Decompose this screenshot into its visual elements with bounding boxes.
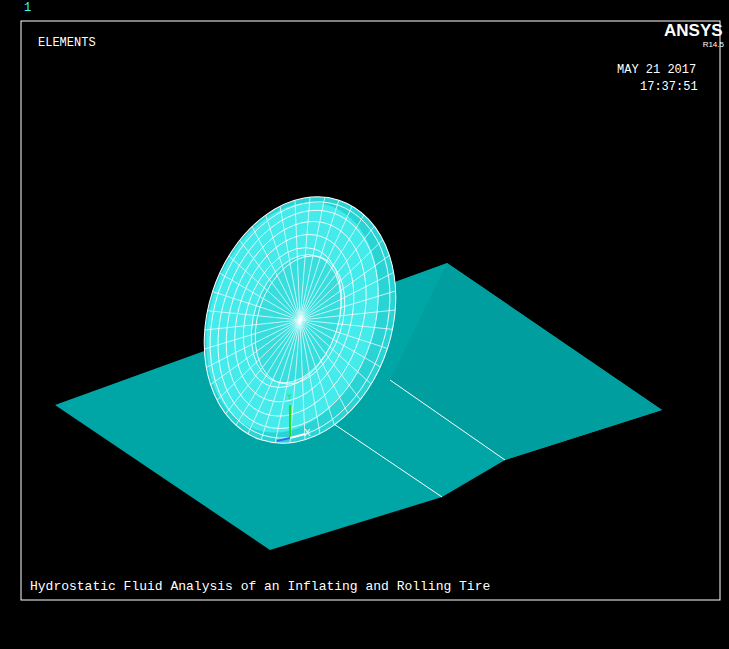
tire-mesh-spoke <box>261 320 300 440</box>
mesh-line <box>325 418 442 497</box>
software-logo: ANSYS <box>664 22 723 39</box>
triad-x-axis <box>290 434 305 438</box>
tire-mesh-spoke <box>213 292 300 320</box>
tire-mesh-spoke <box>205 320 300 330</box>
tire-mesh-spoke <box>300 310 395 320</box>
tire-mesh-spoke <box>266 215 300 320</box>
tire-mesh-spoke <box>248 320 300 434</box>
tire-inner-edge <box>240 244 361 395</box>
tire-mesh-spoke <box>206 320 300 367</box>
tire-mesh-spoke <box>300 200 339 320</box>
axis-label: Y <box>287 393 292 401</box>
tire-outer <box>174 172 427 469</box>
tire-mesh-spoke <box>300 320 334 425</box>
tire-mesh-spoke <box>226 320 300 414</box>
tire-mesh <box>174 172 427 469</box>
tire-mesh-spoke <box>300 226 374 320</box>
date-label: MAY 21 2017 <box>617 64 696 76</box>
mesh-line <box>390 380 505 460</box>
tire-mesh-spoke <box>300 320 348 413</box>
window-number: 1 <box>24 2 31 14</box>
tire-mesh-ring <box>191 189 405 449</box>
tire-mesh-spoke <box>300 206 352 320</box>
tire-mesh-ring <box>203 203 390 434</box>
tire-mesh-spoke <box>300 273 394 320</box>
tire-mesh-spoke <box>300 320 360 400</box>
triad-y-axis <box>289 405 291 438</box>
tire-mesh-spoke <box>204 320 300 349</box>
window-frame <box>21 21 720 600</box>
axis-label: X <box>304 428 311 439</box>
tire-mesh-ring <box>181 178 419 461</box>
tire-mesh-spoke <box>300 291 396 320</box>
triad-z-axis <box>277 438 290 441</box>
tire-mesh-spoke <box>275 320 300 443</box>
tire-mesh-spoke <box>252 227 300 320</box>
tire-mesh-spoke <box>300 320 393 329</box>
ramp-plane <box>390 263 662 460</box>
time-label: 17:37:51 <box>640 81 698 93</box>
version-label: R14.5 <box>703 41 724 49</box>
plot-type: ELEMENTS <box>38 37 96 49</box>
tire-mesh-spoke <box>300 197 325 320</box>
tire-mesh-spoke <box>240 240 300 320</box>
plot-title: Hydrostatic Fluid Analysis of an Inflati… <box>30 580 490 593</box>
